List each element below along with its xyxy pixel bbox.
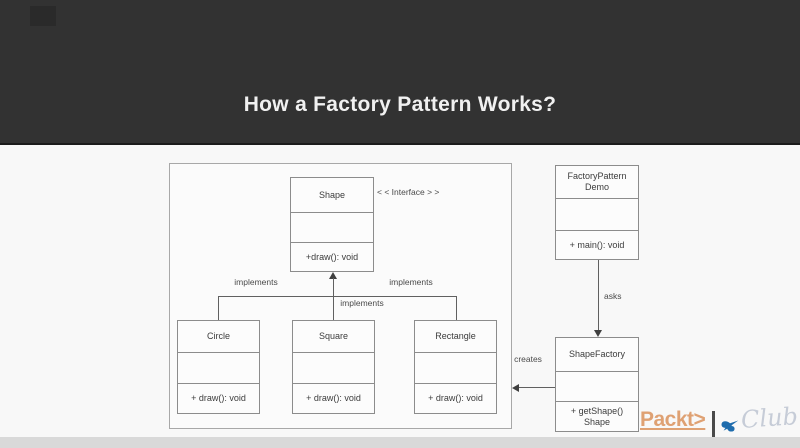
logo-separator-bar xyxy=(712,411,715,440)
class-method: + main(): void xyxy=(569,239,625,250)
class-name: Shape xyxy=(291,178,373,213)
class-fields-empty xyxy=(293,353,374,384)
implements-label-right: implements xyxy=(389,277,433,287)
class-name: ShapeFactory xyxy=(556,338,638,372)
slide-header: How a Factory Pattern Works? xyxy=(0,0,800,145)
class-name: Rectangle xyxy=(415,321,496,353)
class-fields-empty xyxy=(556,199,638,231)
packt-logo-text: Packt> xyxy=(640,408,706,431)
class-name: Circle xyxy=(178,321,259,353)
connector-circle-drop xyxy=(218,296,219,320)
class-fields-empty xyxy=(415,353,496,384)
class-method-line1: + getShape() xyxy=(570,405,624,416)
class-box-shape-factory: ShapeFactory + getShape() Shape xyxy=(555,337,639,432)
connector-creates-horizontal xyxy=(518,387,555,388)
club-script-text: Club xyxy=(740,402,799,434)
connector-square-drop xyxy=(333,296,334,320)
arrowhead-up-icon xyxy=(329,272,337,279)
class-method-line2: Shape xyxy=(583,416,611,427)
arrowhead-left-icon xyxy=(512,384,519,392)
implements-label-center: implements xyxy=(340,298,384,308)
bird-icon xyxy=(721,420,739,432)
class-name-line1: FactoryPattern xyxy=(567,171,627,181)
interface-stereotype-label: < < Interface > > xyxy=(377,187,440,197)
class-box-rectangle: Rectangle + draw(): void xyxy=(414,320,497,414)
arrowhead-down-icon xyxy=(594,330,602,337)
class-box-square: Square + draw(): void xyxy=(292,320,375,414)
class-method: + getShape() Shape xyxy=(556,402,638,431)
class-method: + draw(): void xyxy=(428,393,483,403)
class-method: +draw(): void xyxy=(305,251,359,262)
class-name: FactoryPattern Demo xyxy=(556,166,638,199)
header-corner-square xyxy=(30,6,56,26)
class-fields-empty xyxy=(556,372,638,402)
class-method: + draw(): void xyxy=(191,393,246,403)
class-fields-empty xyxy=(178,353,259,384)
class-box-factory-pattern-demo: FactoryPattern Demo + main(): void xyxy=(555,165,639,260)
implements-label-left: implements xyxy=(234,277,278,287)
class-name-line2: Demo xyxy=(584,182,609,192)
class-box-circle: Circle + draw(): void xyxy=(177,320,260,414)
slide-title: How a Factory Pattern Works? xyxy=(243,93,557,116)
bottom-strip xyxy=(0,437,800,448)
asks-label: asks xyxy=(604,291,622,301)
creates-label: creates xyxy=(514,354,542,364)
class-method: + draw(): void xyxy=(306,393,361,403)
connector-rectangle-drop xyxy=(456,296,457,320)
connector-shape-vertical xyxy=(333,278,334,296)
connector-implements-horizontal xyxy=(218,296,456,297)
class-box-shape: Shape +draw(): void xyxy=(290,177,374,272)
class-fields-empty xyxy=(291,213,373,243)
class-name: Square xyxy=(293,321,374,353)
connector-asks-vertical xyxy=(598,260,599,331)
